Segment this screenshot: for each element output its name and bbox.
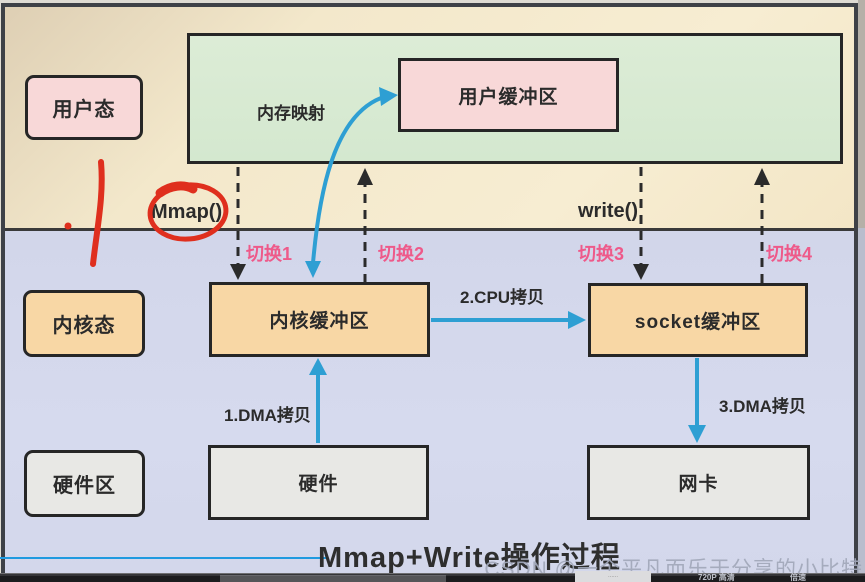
taskbar-tooltip: ......	[575, 571, 651, 582]
frame-edge-top	[0, 0, 865, 3]
nic-label: 网卡	[678, 474, 719, 495]
hardware-box: 硬件	[208, 445, 429, 520]
hardware-label: 硬件	[298, 474, 339, 495]
socket-buffer-box: socket缓冲区	[588, 283, 808, 357]
memory-mapping-label: 内存映射	[257, 104, 325, 123]
cpu-copy-2-label: 2.CPU拷贝	[460, 288, 545, 307]
taskbar-haze	[220, 575, 446, 582]
mmap-call-label: Mmap()	[151, 201, 223, 223]
switch-1-label: 切换1	[246, 244, 293, 264]
kernel-mode-box: 内核态	[23, 290, 145, 357]
title-underline	[0, 557, 326, 559]
switch-4-label: 切换4	[766, 244, 813, 264]
user-buffer-box: 用户缓冲区	[398, 58, 619, 132]
frame-edge-right	[858, 0, 865, 573]
player-taskbar[interactable]: ...... 720P 高清 倍速	[0, 571, 865, 582]
nic-box: 网卡	[587, 445, 810, 520]
kernel-mode-label: 内核态	[52, 315, 116, 337]
speed-button[interactable]: 倍速	[790, 573, 806, 582]
switch-3-label: 切换3	[578, 244, 625, 264]
diagram-title: Mmap+Write操作过程	[318, 542, 621, 574]
user-buffer-label: 用户缓冲区	[458, 86, 559, 108]
dma-copy-1-label: 1.DMA拷贝	[224, 406, 311, 425]
kernel-buffer-label: 内核缓冲区	[269, 311, 370, 332]
quality-button[interactable]: 720P 高清	[698, 573, 735, 582]
write-call-label: write()	[578, 200, 638, 222]
switch-2-label: 切换2	[378, 244, 425, 264]
hardware-zone-label: 硬件区	[53, 475, 116, 497]
user-mode-box: 用户态	[25, 75, 143, 140]
kernel-buffer-box: 内核缓冲区	[209, 282, 430, 357]
socket-buffer-label: socket缓冲区	[634, 311, 762, 333]
hardware-zone-box: 硬件区	[24, 450, 145, 517]
dma-copy-3-label: 3.DMA拷贝	[719, 397, 806, 416]
user-mode-label: 用户态	[52, 99, 116, 121]
